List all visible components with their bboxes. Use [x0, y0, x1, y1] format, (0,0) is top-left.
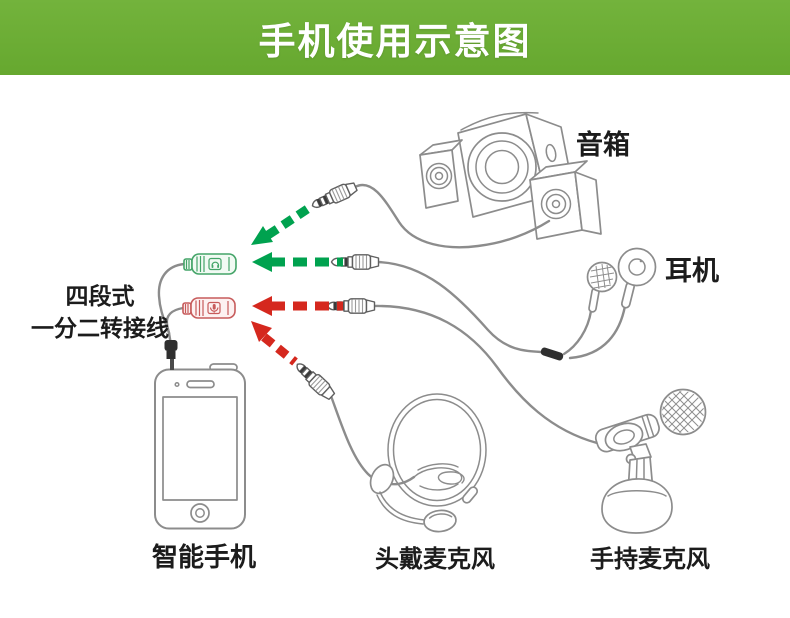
smartphone-illustration	[154, 363, 246, 530]
smartphone-label: 智能手机	[151, 543, 256, 573]
headset-mic-label: 头戴麦克风	[375, 545, 495, 573]
earphones-label: 耳机	[665, 256, 719, 287]
adapter-label-line1: 四段式	[65, 284, 135, 310]
microphone-icon	[207, 301, 221, 315]
speaker-illustration	[419, 111, 602, 240]
arrow-headset-mic-to-red-jack	[251, 321, 298, 366]
arrow-earphones-to-green-jack	[252, 252, 343, 272]
handheld-mic-illustration	[326, 298, 707, 534]
headset-mic-plug-icon	[291, 358, 338, 403]
arrow-speaker-to-green-jack	[251, 204, 312, 245]
headset-mic-illustration	[291, 358, 487, 533]
speaker-cable-and-plug	[308, 179, 551, 249]
mic-jack-red	[182, 297, 236, 319]
earphones-illustration	[330, 247, 657, 361]
splitter-illustration	[157, 253, 237, 370]
adapter-label: 四段式 一分二转接线	[24, 281, 176, 345]
page-title: 手机使用示意图	[258, 19, 532, 63]
headphone-jack-green	[183, 253, 237, 275]
headphone-icon	[208, 257, 222, 271]
handheld-mic-label: 手持麦克风	[590, 545, 710, 573]
header-bar: 手机使用示意图	[0, 0, 790, 75]
adapter-label-line2: 一分二转接线	[31, 316, 169, 342]
cable-sleeve	[540, 347, 564, 361]
phone-plug	[164, 340, 178, 370]
arrow-handheld-mic-to-red-jack	[252, 296, 343, 316]
speaker-label: 音箱	[576, 130, 630, 161]
speaker-plug-icon	[308, 179, 360, 214]
handheld-mic-plug-icon	[326, 298, 376, 314]
